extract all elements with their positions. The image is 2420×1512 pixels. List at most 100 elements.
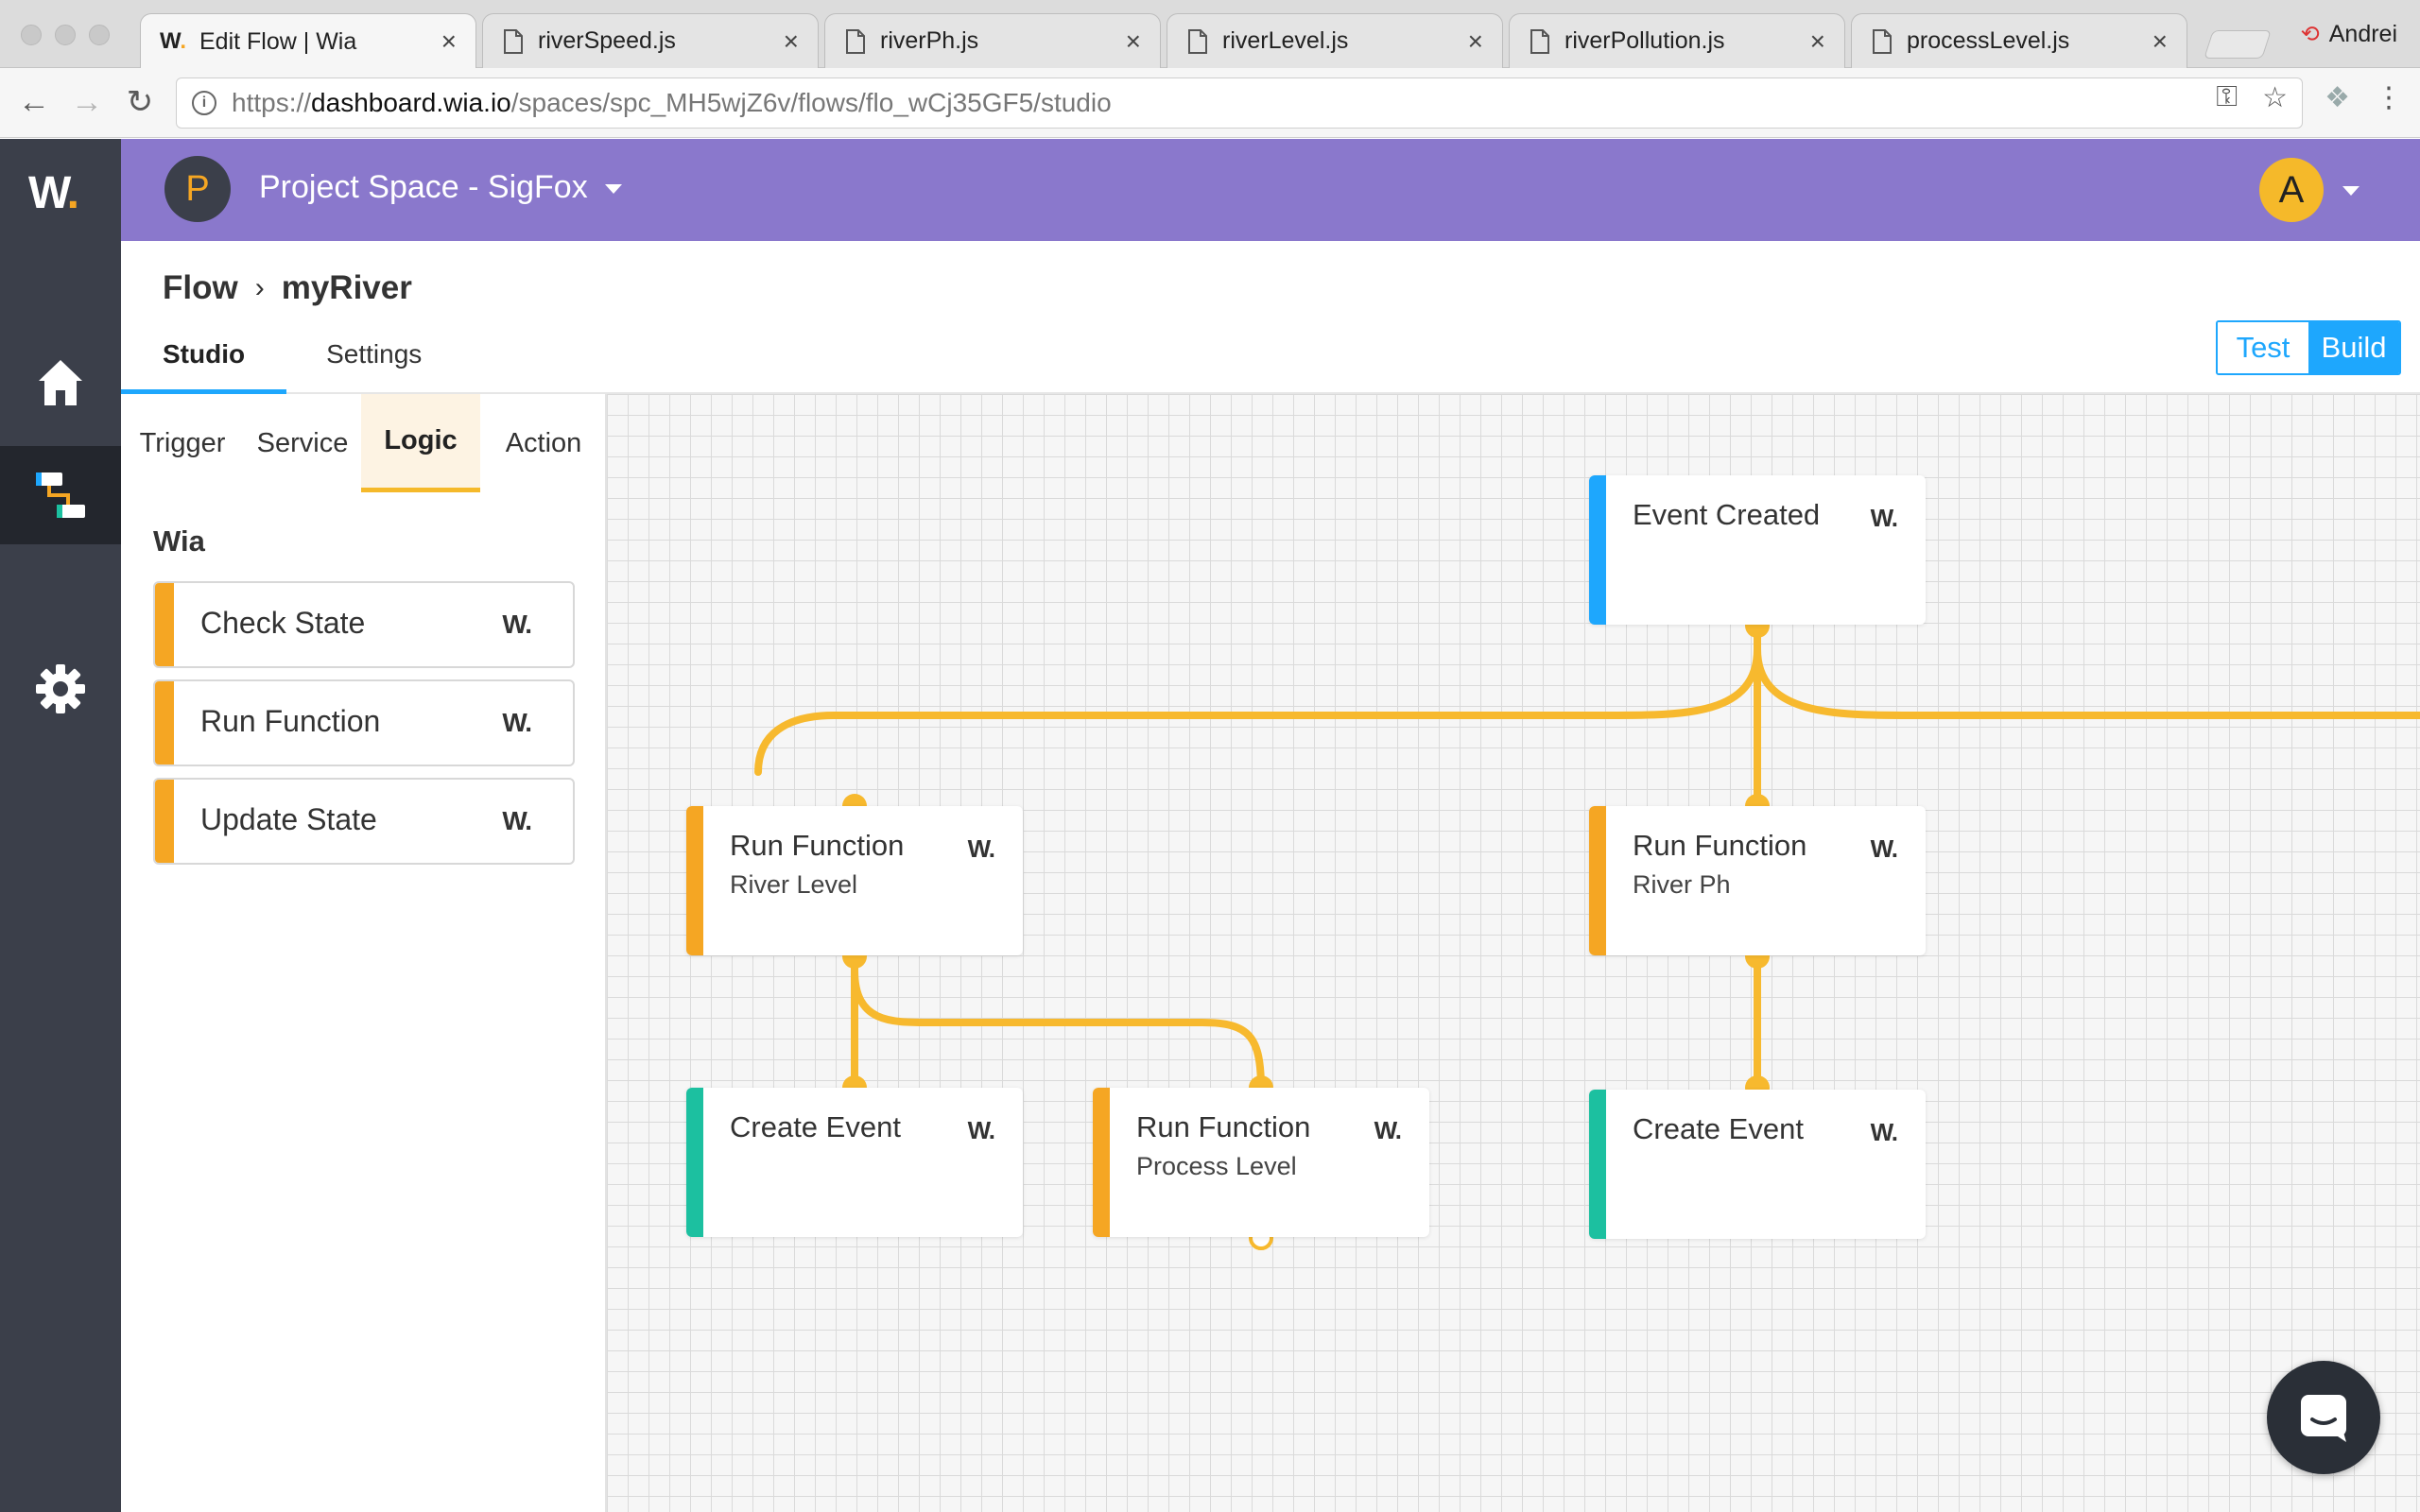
back-arrow-icon[interactable]: ←: [18, 83, 50, 120]
browser-tab-riverph[interactable]: riverPh.js ×: [824, 13, 1161, 68]
file-icon: [504, 28, 523, 54]
browser-tab-edit-flow[interactable]: W. Edit Flow | Wia ×: [140, 13, 476, 69]
test-mode-button[interactable]: Test: [2218, 322, 2308, 373]
browser-tab-riverlevel[interactable]: riverLevel.js ×: [1167, 13, 1503, 68]
browser-tab-processlevel[interactable]: processLevel.js ×: [1851, 13, 2187, 68]
tab-close-icon[interactable]: ×: [2152, 26, 2168, 56]
palette-block-run-function[interactable]: Run Function W.: [153, 679, 575, 766]
flow-node-event-created[interactable]: Event Created W.: [1589, 475, 1926, 625]
file-icon: [1530, 28, 1549, 54]
address-bar[interactable]: i https://dashboard.wia.io/spaces/spc_MH…: [176, 77, 2303, 129]
chat-icon: [2301, 1395, 2346, 1442]
tab-close-icon[interactable]: ×: [1467, 26, 1483, 56]
browser-tab-riverspeed[interactable]: riverSpeed.js ×: [482, 13, 819, 68]
reload-icon[interactable]: ↻: [126, 84, 154, 120]
new-tab-button[interactable]: [2204, 30, 2272, 59]
chat-launcher-button[interactable]: [2267, 1361, 2380, 1474]
node-subtitle: Process Level: [1136, 1152, 1297, 1180]
space-avatar[interactable]: P: [164, 156, 231, 222]
page-tabs: Studio Settings: [121, 335, 463, 394]
browser-tab-riverpollution[interactable]: riverPollution.js ×: [1509, 13, 1845, 68]
node-color-bar: [1589, 806, 1606, 955]
sidebar-item-settings[interactable]: [0, 640, 121, 738]
sidebar-item-flows[interactable]: [0, 446, 121, 544]
tab-studio[interactable]: Studio: [121, 335, 287, 394]
wia-mark-icon: W.: [502, 708, 532, 738]
tab-settings[interactable]: Settings: [326, 339, 423, 369]
user-avatar[interactable]: A: [2259, 158, 2324, 222]
site-info-icon[interactable]: i: [192, 91, 216, 115]
flow-node-create-event[interactable]: Create Event W.: [686, 1088, 1023, 1237]
browser-tab-strip: W. Edit Flow | Wia × riverSpeed.js × riv…: [0, 0, 2420, 69]
wire-event-to-river-level: [754, 622, 1761, 776]
tab-logic[interactable]: Logic: [361, 394, 480, 492]
wia-logo-dot: .: [66, 168, 79, 218]
wia-mark-icon: W.: [502, 610, 532, 640]
wire-event-to-offscreen: [1754, 645, 2420, 719]
tab-close-icon[interactable]: ×: [1125, 26, 1141, 56]
browser-menu-icon[interactable]: ⋮: [2375, 82, 2403, 113]
node-color-bar: [686, 1088, 703, 1237]
wia-mark-icon: W.: [968, 1116, 995, 1145]
tab-action[interactable]: Action: [505, 427, 582, 458]
tab-close-icon[interactable]: ×: [783, 26, 799, 56]
wia-mark-icon: W.: [1374, 1116, 1402, 1145]
dropbox-extension-icon[interactable]: ❖: [2325, 82, 2350, 113]
block-label: Update State: [200, 802, 377, 836]
wia-mark-dot: .: [1891, 504, 1898, 532]
browser-tab-title: Edit Flow | Wia: [199, 27, 357, 55]
node-color-bar: [1589, 1090, 1606, 1239]
bookmark-star-icon[interactable]: ☆: [2262, 82, 2288, 113]
tab-close-icon[interactable]: ×: [441, 26, 457, 56]
wire-river-level-to-process-level: [851, 967, 1265, 1093]
sidebar-item-home[interactable]: [0, 334, 121, 432]
tab-service[interactable]: Service: [256, 427, 349, 458]
palette-block-check-state[interactable]: Check State W.: [153, 581, 575, 668]
flow-node-run-river-ph[interactable]: Run Function River Ph W.: [1589, 806, 1926, 955]
wia-mark-dot: .: [525, 708, 532, 737]
space-topbar: P Project Space - SigFox A: [121, 139, 2420, 241]
breadcrumb-chevron-icon: ›: [254, 272, 265, 303]
caret-down-icon[interactable]: [2342, 186, 2360, 196]
wia-mark-icon: W.: [1871, 504, 1898, 533]
browser-toolbar: ← → ↻ i https://dashboard.wia.io/spaces/…: [0, 68, 2420, 138]
node-title: Run Function: [730, 829, 905, 862]
file-icon: [1188, 28, 1207, 54]
wia-mark-letter: W: [1870, 834, 1893, 863]
breadcrumb-flow[interactable]: Flow: [163, 269, 238, 306]
tab-close-icon[interactable]: ×: [1809, 26, 1825, 56]
wia-mark-icon: W.: [1870, 834, 1898, 864]
flow-canvas[interactable]: Event Created W. Run Function River Leve…: [607, 394, 2420, 1512]
key-icon[interactable]: ⚿: [2216, 81, 2238, 112]
block-color-bar: [155, 780, 174, 863]
node-subtitle: River Ph: [1633, 870, 1731, 899]
block-palette: Trigger Service Logic Action Wia Check S…: [121, 394, 607, 1512]
space-selector[interactable]: Project Space - SigFox: [259, 169, 588, 205]
window-zoom-dot[interactable]: [89, 25, 110, 45]
caret-down-icon[interactable]: [605, 184, 622, 194]
browser-profile[interactable]: ⟲ Andrei: [2301, 21, 2397, 48]
browser-tab-title: riverSpeed.js: [538, 27, 676, 54]
wia-mark-dot: .: [1891, 834, 1898, 863]
flow-node-create-event[interactable]: Create Event W.: [1589, 1090, 1926, 1239]
wia-mark-dot: .: [1891, 1118, 1898, 1146]
tab-trigger[interactable]: Trigger: [139, 427, 226, 458]
home-icon: [39, 360, 82, 405]
wia-mark-icon: W.: [502, 806, 532, 836]
build-mode-button[interactable]: Build: [2308, 322, 2399, 373]
flow-node-run-river-level[interactable]: Run Function River Level W.: [686, 806, 1023, 955]
settings-gear-icon: [36, 664, 85, 713]
app-sidebar: W.: [0, 139, 121, 1512]
wia-logo[interactable]: W.: [28, 167, 79, 219]
flow-node-run-process-level[interactable]: Run Function Process Level W.: [1093, 1088, 1429, 1237]
window-close-dot[interactable]: [21, 25, 42, 45]
forward-arrow-icon[interactable]: →: [71, 83, 103, 120]
node-color-bar: [686, 806, 703, 955]
node-title: Create Event: [730, 1110, 901, 1143]
node-color-bar: [1093, 1088, 1110, 1237]
palette-block-update-state[interactable]: Update State W.: [153, 778, 575, 865]
wia-logo-letter: W: [28, 168, 69, 218]
wia-mark-icon: W.: [1871, 1118, 1898, 1147]
file-icon: [846, 28, 865, 54]
window-minimize-dot[interactable]: [55, 25, 76, 45]
